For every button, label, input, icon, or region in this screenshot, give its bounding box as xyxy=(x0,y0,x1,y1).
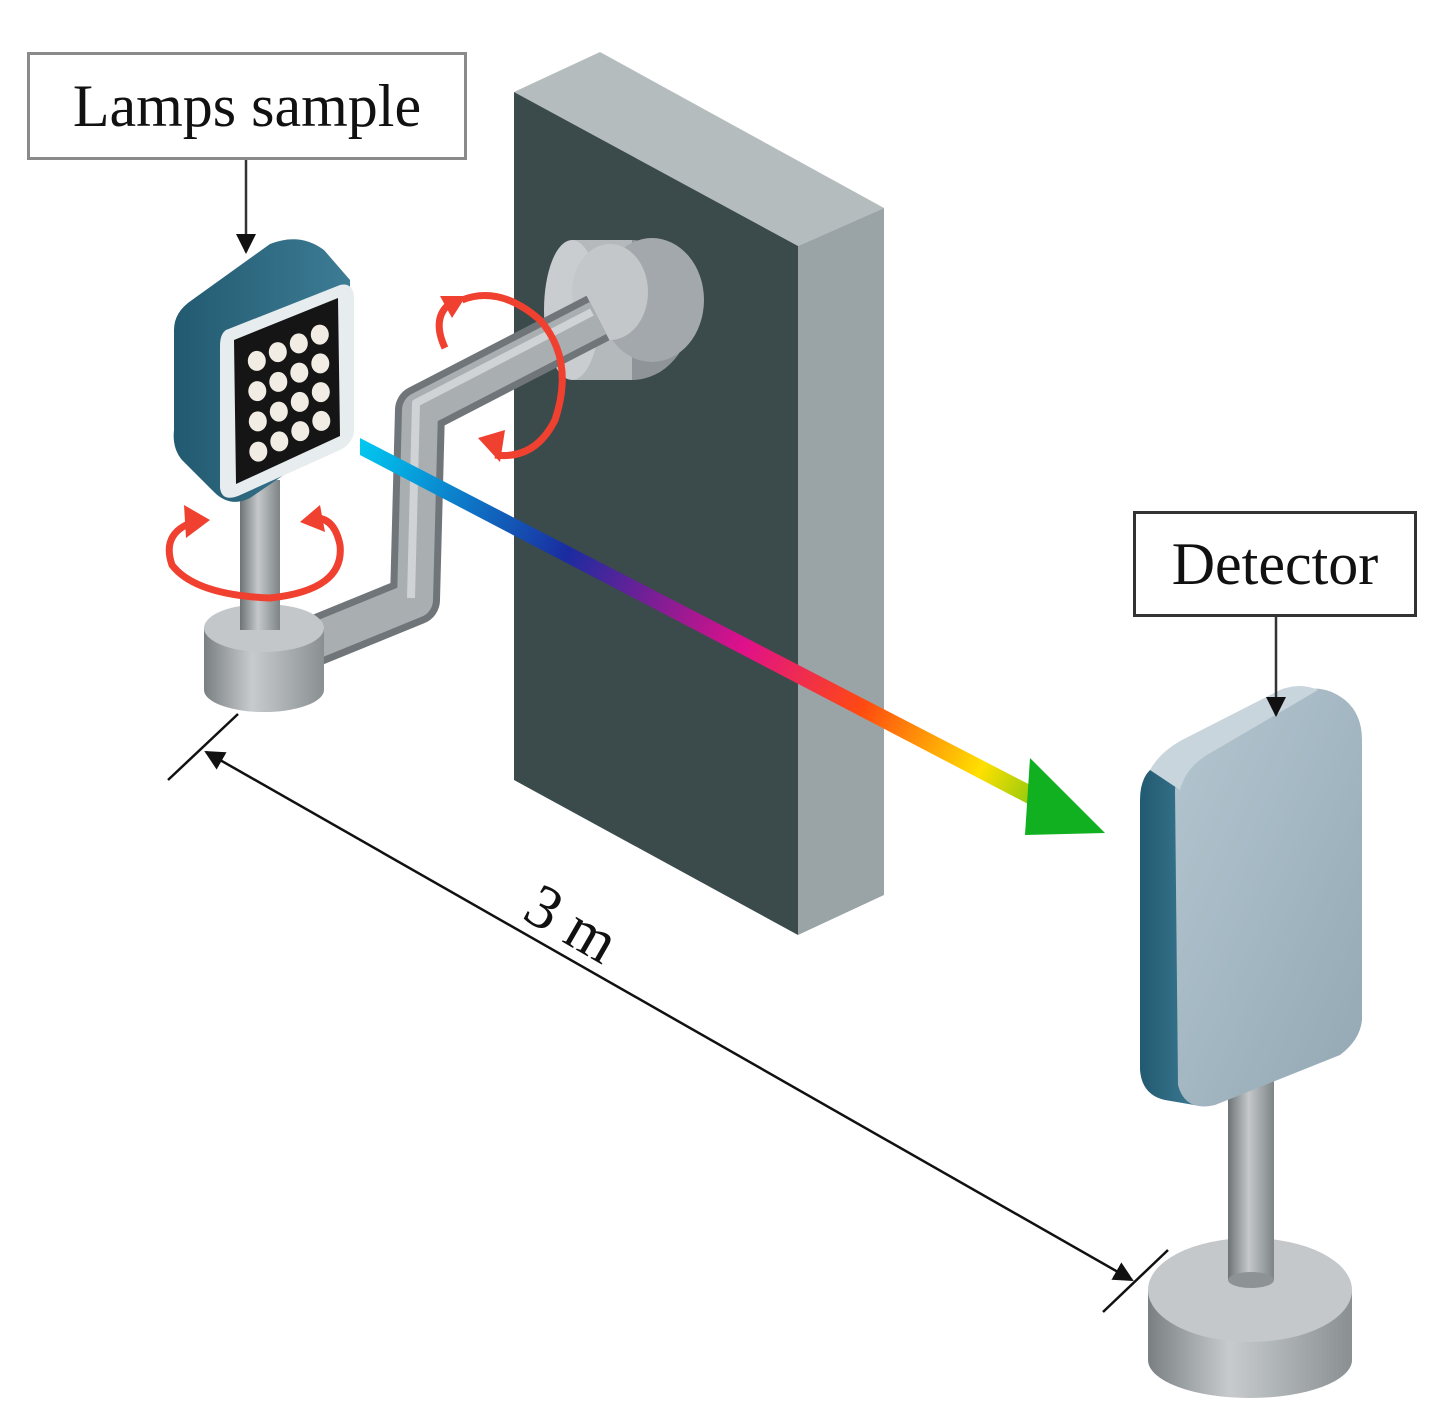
dimension-tick-left xyxy=(167,713,239,781)
led-dot xyxy=(269,371,288,392)
led-dot xyxy=(268,342,287,363)
led-dot xyxy=(269,401,288,422)
dimension-tick-right xyxy=(1102,1249,1169,1313)
vertical-rotation-arrow xyxy=(460,292,566,460)
led-dot xyxy=(310,324,329,345)
led-dot xyxy=(289,333,308,354)
led-dot xyxy=(290,391,309,412)
rotation-arrows xyxy=(165,292,566,602)
beam-body xyxy=(360,438,1040,805)
horizontal-rotation-arrowhead xyxy=(184,505,210,538)
led-dot xyxy=(270,431,289,452)
lamp-base xyxy=(204,604,324,712)
led-dot xyxy=(247,350,266,371)
led-dot xyxy=(312,410,331,431)
lamps-sample-label: Lamps sample xyxy=(27,52,467,160)
wall-side-face xyxy=(798,208,884,935)
led-dot xyxy=(311,382,330,403)
wall-top-face xyxy=(514,52,884,246)
wall xyxy=(514,52,884,935)
led-dot xyxy=(248,381,267,402)
led-dot xyxy=(249,441,268,462)
led-dot xyxy=(248,411,267,432)
led-grid xyxy=(247,324,331,462)
dimension-line xyxy=(204,750,1134,1282)
detector-device xyxy=(1140,686,1362,1398)
label-leaders xyxy=(236,160,1286,717)
lamp-stem xyxy=(240,480,280,630)
lamp-head xyxy=(173,239,354,502)
led-dot xyxy=(291,421,310,442)
horizontal-rotation-arrow xyxy=(165,514,344,602)
led-dot xyxy=(290,362,309,383)
distance-dimension xyxy=(167,713,1169,1313)
vertical-rotation-arrowhead xyxy=(478,430,505,462)
led-dot xyxy=(311,353,330,374)
detector-label: Detector xyxy=(1133,511,1417,617)
arm xyxy=(258,295,610,684)
beam-arrowhead xyxy=(1025,758,1105,835)
